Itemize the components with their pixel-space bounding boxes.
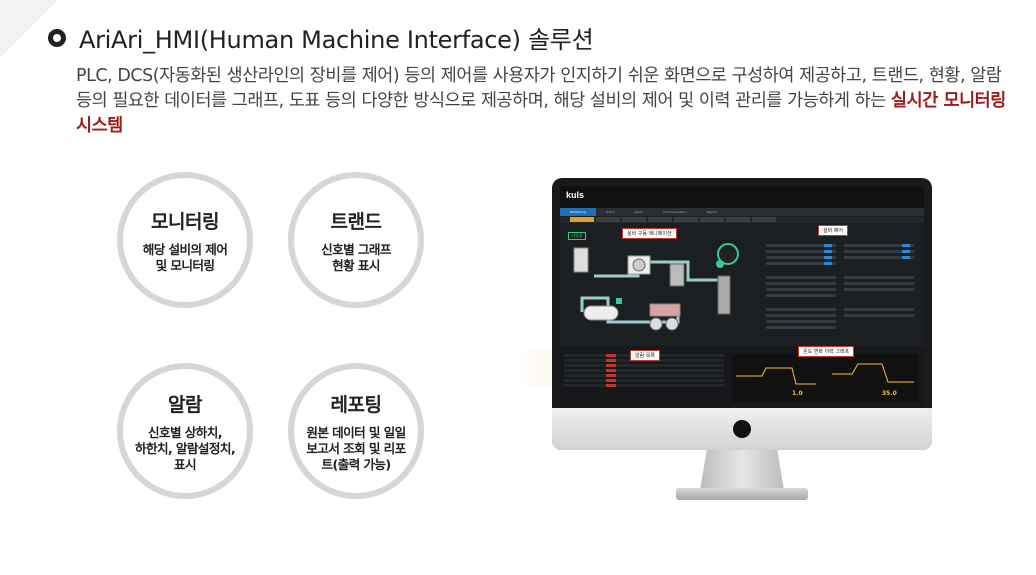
- corner-decoration: [0, 0, 58, 58]
- trend-lines: [736, 363, 914, 385]
- control-toggle[interactable]: [902, 256, 910, 259]
- feature-title: 트랜드: [330, 210, 382, 233]
- alarm-row[interactable]: [564, 384, 724, 387]
- hmi-nav-report[interactable]: Report: [706, 210, 717, 214]
- hmi-subtab[interactable]: [726, 217, 750, 222]
- label-equipment-control: 설비 제어: [818, 225, 848, 236]
- alarm-row[interactable]: [564, 374, 724, 377]
- page-title: AriAri_HMI(Human Machine Interface) 솔루션: [79, 26, 594, 54]
- hmi-subtab[interactable]: [674, 217, 698, 222]
- hmi-nav-communication[interactable]: Communication: [663, 210, 687, 214]
- description-text: PLC, DCS(자동화된 생산라인의 장비를 제어) 등의 제어를 사용자가 …: [76, 66, 1002, 111]
- label-alarm-list: 알람 목록: [630, 350, 660, 361]
- feature-title: 레포팅: [330, 393, 382, 416]
- monitor-stand: [700, 450, 784, 490]
- hmi-screen: kuls Monitoring Trend Alarm Communicatio…: [560, 186, 924, 408]
- temperature-chart: 1.0 35.0: [732, 354, 918, 402]
- monitor: kuls Monitoring Trend Alarm Communicatio…: [552, 178, 932, 450]
- control-toggle[interactable]: [902, 244, 910, 247]
- monitor-foot: [676, 488, 808, 500]
- feature-title: 모니터링: [151, 210, 219, 233]
- hmi-subtab[interactable]: [752, 217, 776, 222]
- camera-icon: [733, 420, 751, 438]
- hmi-nav-trend[interactable]: Trend: [606, 210, 615, 214]
- alarm-list: [564, 354, 724, 404]
- status-chip: 가동중: [568, 232, 586, 240]
- page-description: PLC, DCS(자동화된 생산라인의 장비를 제어) 등의 제어를 사용자가 …: [76, 64, 1006, 139]
- control-toggle[interactable]: [824, 244, 832, 247]
- control-toggle[interactable]: [824, 262, 832, 265]
- hmi-nav-alarm[interactable]: Alarm: [634, 210, 644, 214]
- chart-value-right: 35.0: [882, 390, 897, 397]
- label-temperature-graph: 온도 변화 이력 그래프: [798, 346, 855, 357]
- monitor-chin: [552, 408, 932, 450]
- control-panel: [766, 232, 916, 348]
- control-toggle[interactable]: [824, 250, 832, 253]
- feature-title: 알람: [168, 393, 202, 416]
- hmi-topbar: kuls: [560, 186, 924, 208]
- hmi-subtab[interactable]: [700, 217, 724, 222]
- alarm-row[interactable]: [564, 364, 724, 367]
- chart-value-left: 1.0: [792, 390, 803, 397]
- hmi-subtabs: [560, 217, 924, 223]
- feature-desc: 신호별 상하치,하한치, 알람설정치,표시: [134, 424, 236, 472]
- alarm-row[interactable]: [564, 379, 724, 382]
- alarm-row[interactable]: [564, 369, 724, 372]
- bottom-panel: 1.0 35.0: [560, 346, 924, 408]
- hmi-subtab[interactable]: [570, 217, 594, 222]
- control-toggle[interactable]: [824, 256, 832, 259]
- hmi-subtab[interactable]: [648, 217, 672, 222]
- description-highlight: 실시간 모니터링 시스템: [76, 91, 1006, 136]
- header: AriAri_HMI(Human Machine Interface) 솔루션: [48, 20, 594, 55]
- hmi-nav: Monitoring Trend Alarm Communication Rep…: [560, 208, 924, 216]
- title-bullet-icon: [48, 28, 66, 47]
- control-toggle[interactable]: [902, 250, 910, 253]
- hmi-logo: kuls: [566, 190, 585, 200]
- hmi-subtab[interactable]: [596, 217, 620, 222]
- hmi-nav-monitoring[interactable]: Monitoring: [560, 208, 597, 216]
- label-equipment-animation: 설비 구동 애니메이션: [622, 228, 677, 239]
- equipment-diagram: [573, 243, 739, 331]
- feature-alarm: 알람 신호별 상하치,하한치, 알람설정치,표시: [117, 363, 253, 499]
- hmi-subtab[interactable]: [622, 217, 646, 222]
